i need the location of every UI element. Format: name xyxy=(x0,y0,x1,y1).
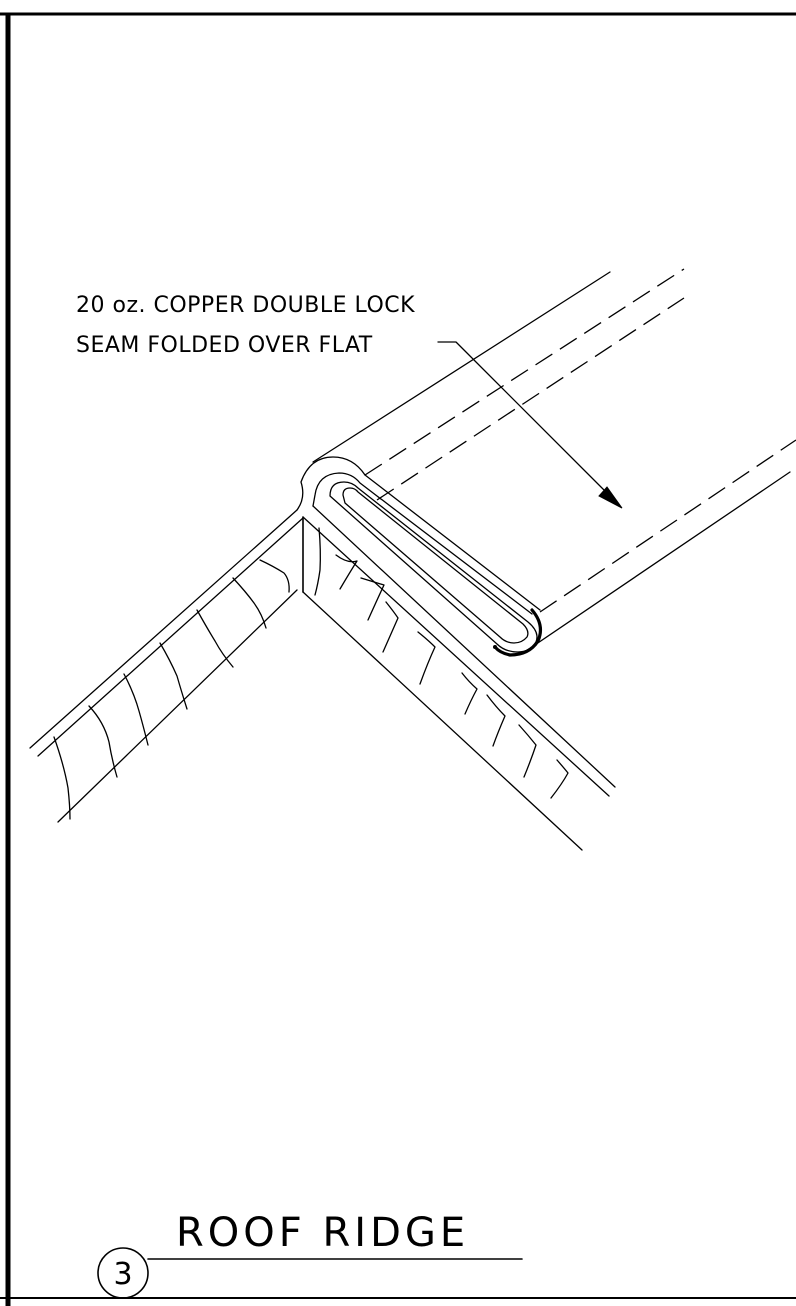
note-line-1: 20 oz. COPPER DOUBLE LOCK xyxy=(76,293,415,318)
seam-fold-edge xyxy=(493,608,543,657)
note-line-2: SEAM FOLDED OVER FLAT xyxy=(76,333,373,358)
left-deck-underside xyxy=(57,589,298,823)
left-roof-slope xyxy=(29,509,304,823)
note-leader-arrowhead xyxy=(598,486,623,509)
ridge-cap-bend xyxy=(296,456,366,511)
right-copper-outer-line xyxy=(312,505,616,788)
ridge-cap-top-line xyxy=(312,271,611,463)
right-roof-slope xyxy=(302,505,616,851)
hidden-seam-line-1 xyxy=(364,268,685,476)
left-wood-grain xyxy=(53,559,290,820)
left-copper-outer-line xyxy=(29,509,298,749)
right-deck-underside xyxy=(302,591,583,851)
hidden-seam-line-3 xyxy=(539,439,796,613)
seam-note: 20 oz. COPPER DOUBLE LOCK SEAM FOLDED OV… xyxy=(76,293,623,509)
detail-number-circle xyxy=(97,1247,149,1299)
note-leader-line xyxy=(437,341,607,493)
detail-number: 3 xyxy=(113,1257,132,1292)
seam-outer-loop xyxy=(329,481,538,653)
left-copper-inner-line xyxy=(37,517,304,757)
sheet-border xyxy=(0,12,796,1306)
seam-fold-point xyxy=(493,645,497,649)
detail-title-block: 3 ROOF RIDGE xyxy=(97,1210,523,1299)
detail-title: ROOF RIDGE xyxy=(176,1210,469,1256)
seam-outer-fold xyxy=(312,472,541,615)
right-deck-top xyxy=(302,516,610,797)
seam-inner-loop xyxy=(342,487,529,644)
ridge-cap-bottom-line xyxy=(525,471,791,652)
hidden-seam-line-2 xyxy=(376,297,685,501)
right-wood-grain xyxy=(314,527,569,799)
copper-ridge-cap xyxy=(296,268,796,657)
